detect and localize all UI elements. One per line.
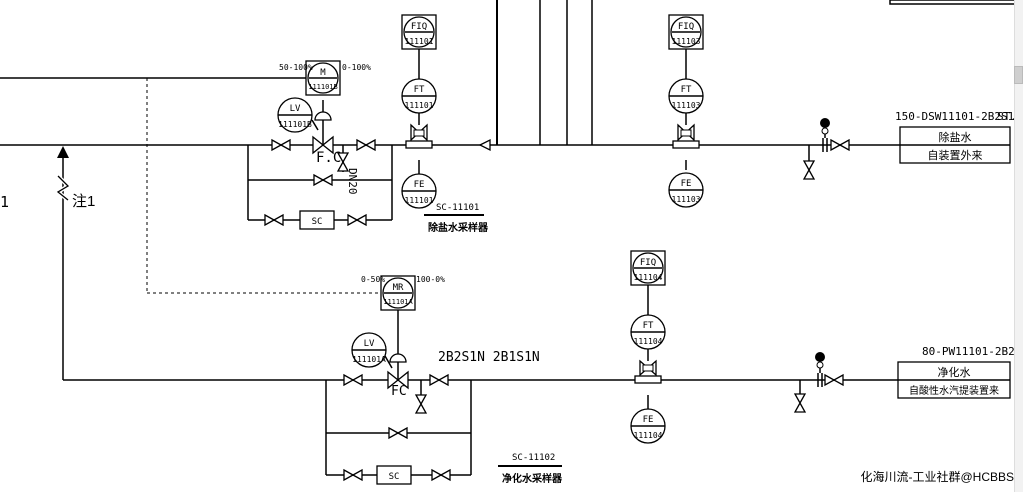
dn20-label: DN20	[346, 168, 359, 195]
pure-source-box: 净化水 自酸性水汽提装置来	[897, 361, 1011, 399]
fe-111104-num: 111104	[634, 431, 663, 440]
fiq-111104-num: 111104	[634, 273, 663, 282]
gate-valve-bypass-top[interactable]	[313, 174, 333, 186]
line-dsw-label: 150-DSW11101-2B2S1N	[895, 110, 1021, 123]
fe-111101-instrument[interactable]: FE 111101	[401, 173, 437, 209]
gate-valve-bypass-bottom[interactable]	[388, 427, 408, 439]
sampler-pure-label: 净化水采样器	[502, 472, 563, 485]
mr-num: 111101A	[383, 298, 413, 306]
drain-valve-top-right[interactable]	[803, 160, 815, 180]
demin-box-line2: 自装置外来	[928, 149, 983, 162]
fe-111103-tag: FE	[681, 179, 692, 189]
fiq-111104-tag: FIQ	[640, 258, 656, 268]
control-valve-bottom[interactable]	[387, 310, 409, 390]
fe-111103-instrument[interactable]: FE 111103	[668, 172, 704, 208]
bottom-inlet-assembly	[799, 352, 825, 395]
sc-label-top: SC	[312, 217, 323, 227]
control-valve-top[interactable]	[312, 100, 334, 155]
fc-top-label: F.C	[316, 150, 341, 166]
drain-valve-bottom[interactable]	[415, 394, 427, 414]
sc-box-top[interactable]: SC	[299, 210, 335, 230]
lv-bottom-connector	[384, 355, 393, 369]
ft-111104-instrument[interactable]: FT 111104	[630, 314, 666, 350]
left-edge-mark: 1	[0, 193, 9, 211]
gate-valve-top-inlet[interactable]	[830, 139, 850, 151]
range-left-bottom: 0-50%	[361, 275, 385, 284]
note1-line	[54, 146, 72, 380]
range-left-top: 50-100%	[279, 63, 313, 72]
note1-label: 注1	[72, 193, 95, 210]
fe-111101-num: 111101	[405, 196, 434, 205]
gate-valve-bottom-1[interactable]	[343, 374, 363, 386]
signal-lines	[146, 78, 380, 294]
gate-valve-top-1[interactable]	[271, 139, 291, 151]
lv-111101a-instrument[interactable]: LV 111101A	[351, 332, 387, 368]
fiq-111103-num: 111103	[672, 37, 701, 46]
m-num: 111101B	[308, 83, 338, 91]
demin-source-box: 除盐水 自装置外来	[899, 126, 1011, 164]
ft-111104-num: 111104	[634, 337, 663, 346]
gate-valve-sc-bottom-1[interactable]	[343, 469, 363, 481]
gate-valve-top-2[interactable]	[356, 139, 376, 151]
demin-box-line1: 除盐水	[939, 130, 972, 144]
range-right-bottom: 100-0%	[416, 275, 445, 284]
lv-top-num: 111101B	[278, 120, 312, 129]
gate-valve-bottom-inlet[interactable]	[824, 374, 844, 386]
scrollbar-thumb[interactable]	[1014, 66, 1023, 84]
line-pw-label: 80-PW11101-2B2S1N	[922, 345, 1023, 358]
drain-valve-bottom-right[interactable]	[794, 393, 806, 413]
sc-label-bottom: SC	[389, 472, 400, 482]
spec-mid-label: 2B2S1N 2B1S1N	[438, 350, 540, 365]
fe-111104-instrument[interactable]: FE 111104	[630, 408, 666, 444]
top-main-pipe	[0, 77, 900, 146]
m-tag: M	[320, 68, 326, 78]
sampler-demin-label: 除盐水采样器	[428, 221, 489, 234]
ft-111101-tag: FT	[414, 85, 425, 95]
ft-111103-tag: FT	[681, 85, 692, 95]
ft-111101-num: 111101	[405, 101, 434, 110]
fiq-111103-instrument[interactable]: FIQ 111103	[668, 14, 704, 50]
mr-111101a-instrument[interactable]: MR 111101A	[380, 275, 416, 311]
fiq-111101-num: 111101	[405, 37, 434, 46]
lv-111101b-instrument[interactable]: LV 111101B	[277, 97, 313, 133]
sc-11101-label: SC-11101	[436, 203, 479, 213]
fiq-111103-tag: FIQ	[678, 22, 694, 32]
lv-bottom-tag: LV	[364, 339, 375, 349]
lv-top-tag: LV	[290, 104, 301, 114]
ft-111104-tag: FT	[643, 321, 654, 331]
line-dsw-suffix: ST.	[997, 110, 1017, 123]
ft-111101-instrument[interactable]: FT 111101	[401, 78, 437, 114]
gate-valve-sc-bottom-2[interactable]	[431, 469, 451, 481]
flow-assembly-111101	[405, 32, 433, 175]
pure-box-line2: 自酸性水汽提装置来	[909, 384, 999, 397]
fe-111103-num: 111103	[672, 195, 701, 204]
fe-111104-tag: FE	[643, 415, 654, 425]
ft-111103-num: 111103	[672, 101, 701, 110]
sc-box-bottom[interactable]: SC	[376, 465, 412, 485]
fiq-111104-instrument[interactable]: FIQ 111104	[630, 250, 666, 286]
fiq-111101-instrument[interactable]: FIQ 111101	[401, 14, 437, 50]
fiq-111101-tag: FIQ	[411, 22, 427, 32]
vertical-scrollbar[interactable]	[1014, 0, 1023, 492]
lv-top-connector	[311, 119, 319, 131]
m-111101b-instrument[interactable]: M 111101B	[305, 60, 341, 96]
top-right-box	[889, 0, 1016, 5]
top-inlet-assembly	[808, 118, 830, 170]
range-right-top: 0-100%	[342, 63, 371, 72]
pure-box-line1: 净化水	[938, 365, 971, 379]
sc-11102-label: SC-11102	[512, 453, 555, 463]
watermark: 化海川流-工业社群@HCBBS	[860, 469, 1014, 484]
ft-111103-instrument[interactable]: FT 111103	[668, 78, 704, 114]
gate-valve-sc-top-1[interactable]	[264, 214, 284, 226]
vertical-pipes-top	[496, 0, 593, 145]
fe-111101-tag: FE	[414, 180, 425, 190]
fc-bottom-label: FC	[391, 384, 407, 399]
flow-arrow-top	[478, 138, 491, 152]
lv-bottom-num: 111101A	[352, 355, 386, 364]
gate-valve-bottom-2[interactable]	[429, 374, 449, 386]
gate-valve-sc-top-2[interactable]	[347, 214, 367, 226]
mr-tag: MR	[393, 283, 404, 293]
